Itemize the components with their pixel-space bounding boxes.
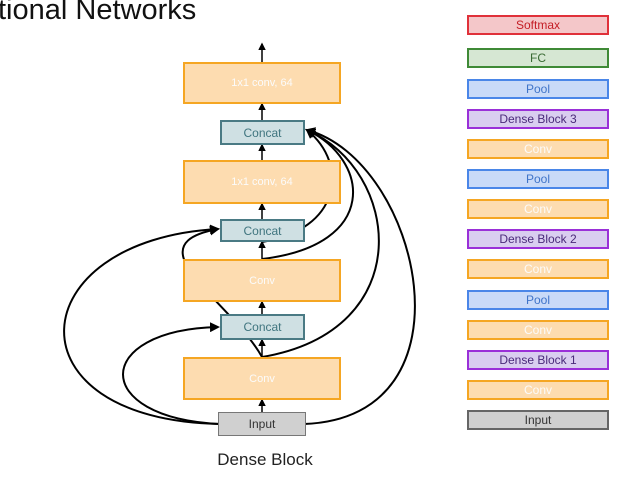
skip-input-to-concat-low bbox=[122, 322, 221, 425]
stack-conv-1-block: Conv bbox=[467, 380, 609, 400]
stack-conv-2-block: Conv bbox=[467, 320, 609, 340]
stack-conv-3-block: Conv bbox=[467, 259, 609, 279]
stack-pool-3-block: Pool bbox=[467, 79, 609, 99]
conv-1x1-top-block: 1x1 conv, 64 bbox=[183, 62, 341, 104]
stack-dense-block-2: Dense Block 2 bbox=[467, 229, 609, 249]
stack-dense-block-3: Dense Block 3 bbox=[467, 109, 609, 129]
conv-upper-block: Conv bbox=[183, 259, 341, 302]
conv-lower-block: Conv bbox=[183, 357, 341, 400]
stack-dense-block-1: Dense Block 1 bbox=[467, 350, 609, 370]
concat-mid-block: Concat bbox=[220, 219, 305, 242]
skip-conv-upper-to-concat-top bbox=[261, 128, 354, 260]
input-block: Input bbox=[218, 412, 306, 436]
stack-pool-1-block: Pool bbox=[467, 290, 609, 310]
skip-conv-lower-to-concat-top bbox=[261, 128, 380, 358]
stack-fc-block: FC bbox=[467, 48, 609, 68]
dense-block-caption: Dense Block bbox=[217, 450, 313, 469]
skip-input-to-concat-top bbox=[303, 127, 416, 425]
stack-conv-5-block: Conv bbox=[467, 139, 609, 159]
stack-pool-2-block: Pool bbox=[467, 169, 609, 189]
stack-input-block: Input bbox=[467, 410, 609, 430]
stack-conv-4-block: Conv bbox=[467, 199, 609, 219]
concat-low-block: Concat bbox=[220, 314, 305, 340]
skip-input-to-concat-mid bbox=[63, 224, 221, 425]
conv-1x1-mid-block: 1x1 conv, 64 bbox=[183, 160, 341, 204]
concat-top-block: Concat bbox=[220, 120, 305, 145]
stack-softmax-block: Softmax bbox=[467, 15, 609, 35]
slide-title: tional Networks bbox=[0, 0, 197, 26]
